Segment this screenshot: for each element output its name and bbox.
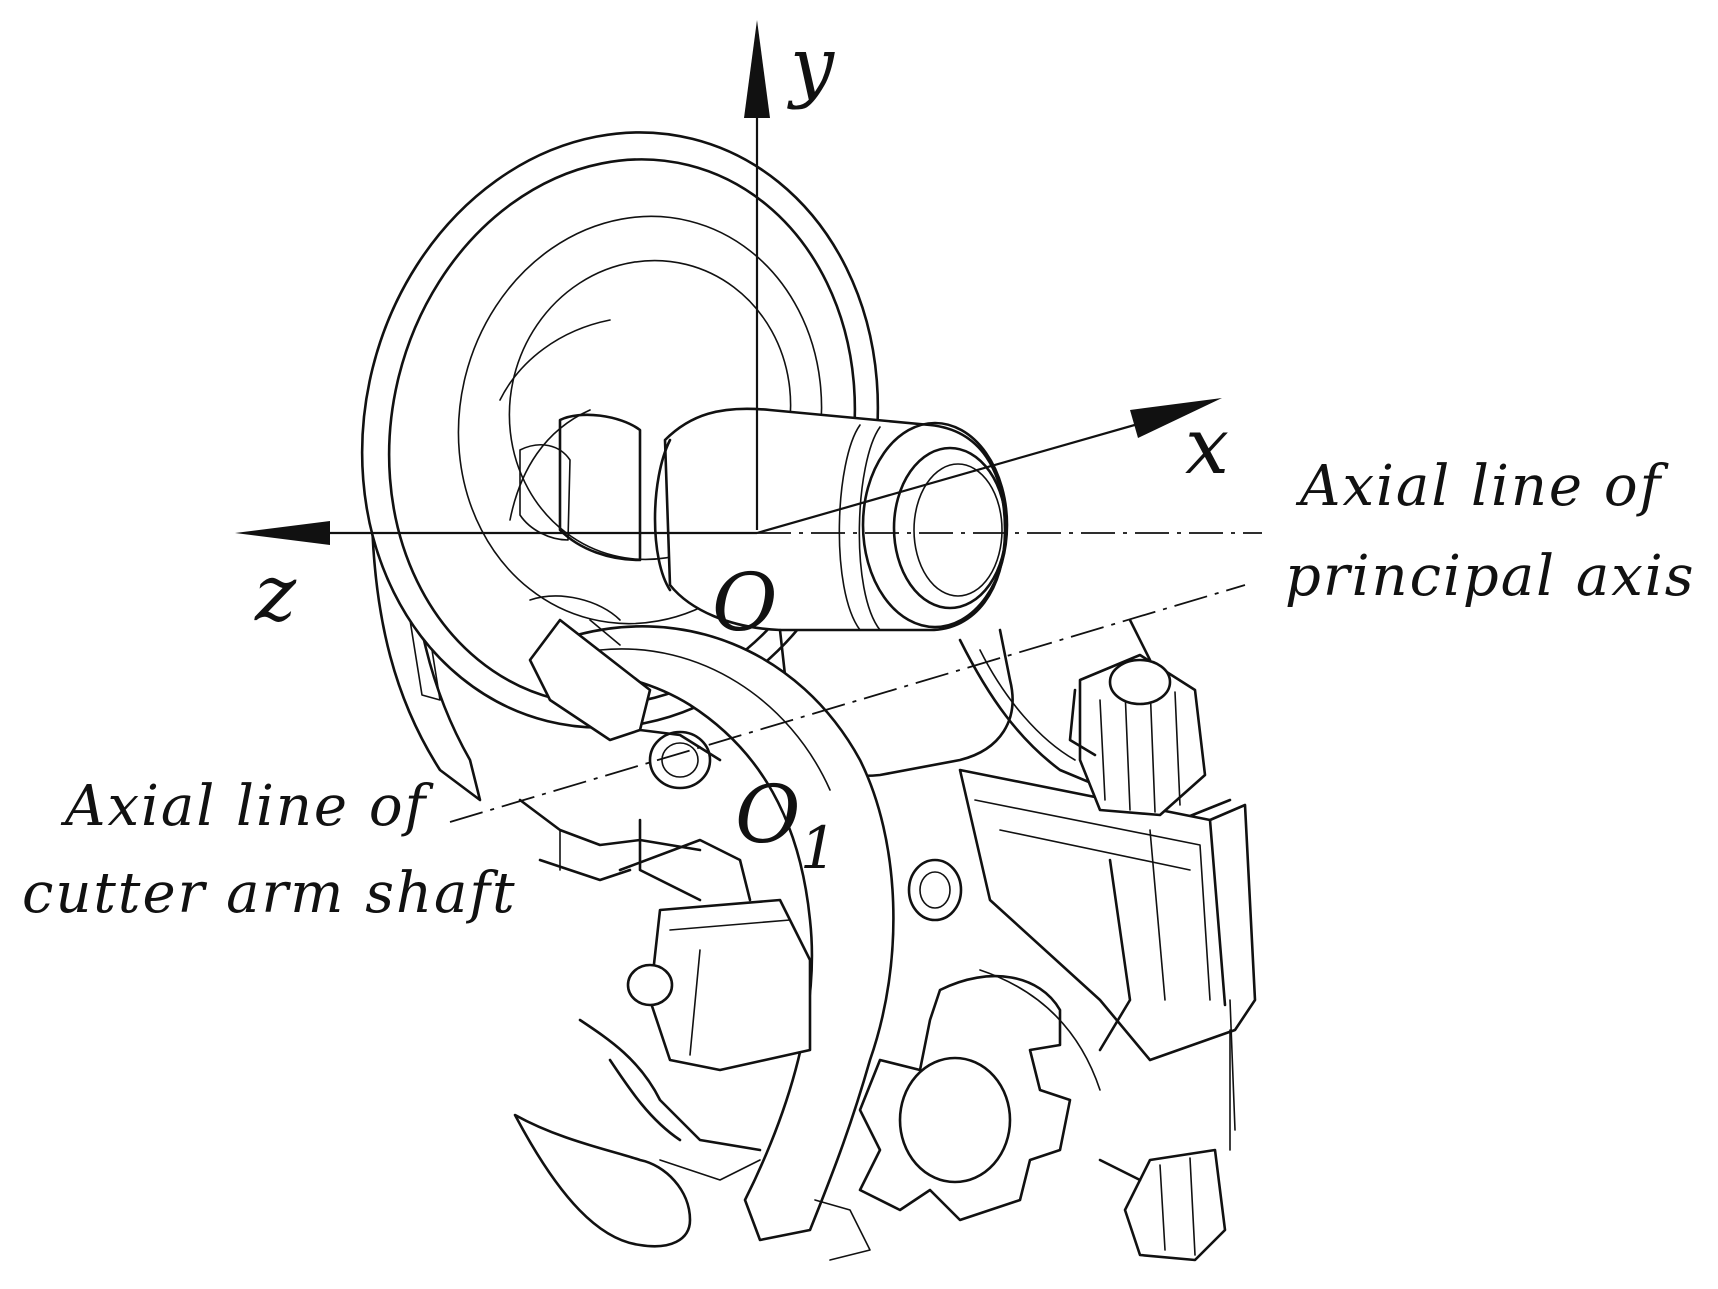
x-axis-label: x	[1185, 402, 1229, 492]
z-axis-label: z	[254, 549, 297, 639]
y-axis-label: y	[787, 21, 835, 111]
coordinate-axes	[235, 20, 1262, 823]
cutter-origin-subscript: 1	[800, 814, 837, 882]
splined-knob	[1068, 618, 1207, 817]
cutter-shaft-callout-line1: Axial line of	[60, 774, 435, 839]
principal-axis-callout-line2: principal axis	[1285, 544, 1695, 609]
motor-block	[618, 818, 812, 1072]
central-bore-hole	[907, 858, 963, 922]
origin-label: O	[712, 556, 778, 649]
cutter-shaft-callout-line2: cutter arm shaft	[22, 861, 517, 926]
bottom-right-nut	[1098, 1029, 1231, 1262]
gearbox-housing	[958, 768, 1257, 1131]
x-axis-arrowhead	[1130, 398, 1222, 438]
shearer-cutter-assembly	[360, 131, 1257, 1262]
drum-hub-web	[519, 413, 642, 621]
y-axis-arrowhead	[744, 20, 770, 118]
cutter-arm	[558, 625, 895, 1261]
principal-shaft-cylinder	[653, 407, 1009, 632]
cutter-shaft-centerline	[449, 584, 1246, 823]
principal-axis-callout-line1: Axial line of	[1295, 454, 1670, 519]
x-axis-line	[756, 410, 1181, 535]
cutter-arm-shaft-pin	[528, 618, 722, 790]
slotted-gear-plate	[858, 969, 1101, 1222]
labels: y x z O O 1 Axial line of principal axis…	[22, 21, 1695, 926]
cutter-origin-label: O	[735, 768, 801, 861]
z-axis-arrowhead	[235, 521, 330, 545]
left-lower-clamp	[518, 798, 702, 882]
bottom-claw	[513, 1018, 762, 1248]
